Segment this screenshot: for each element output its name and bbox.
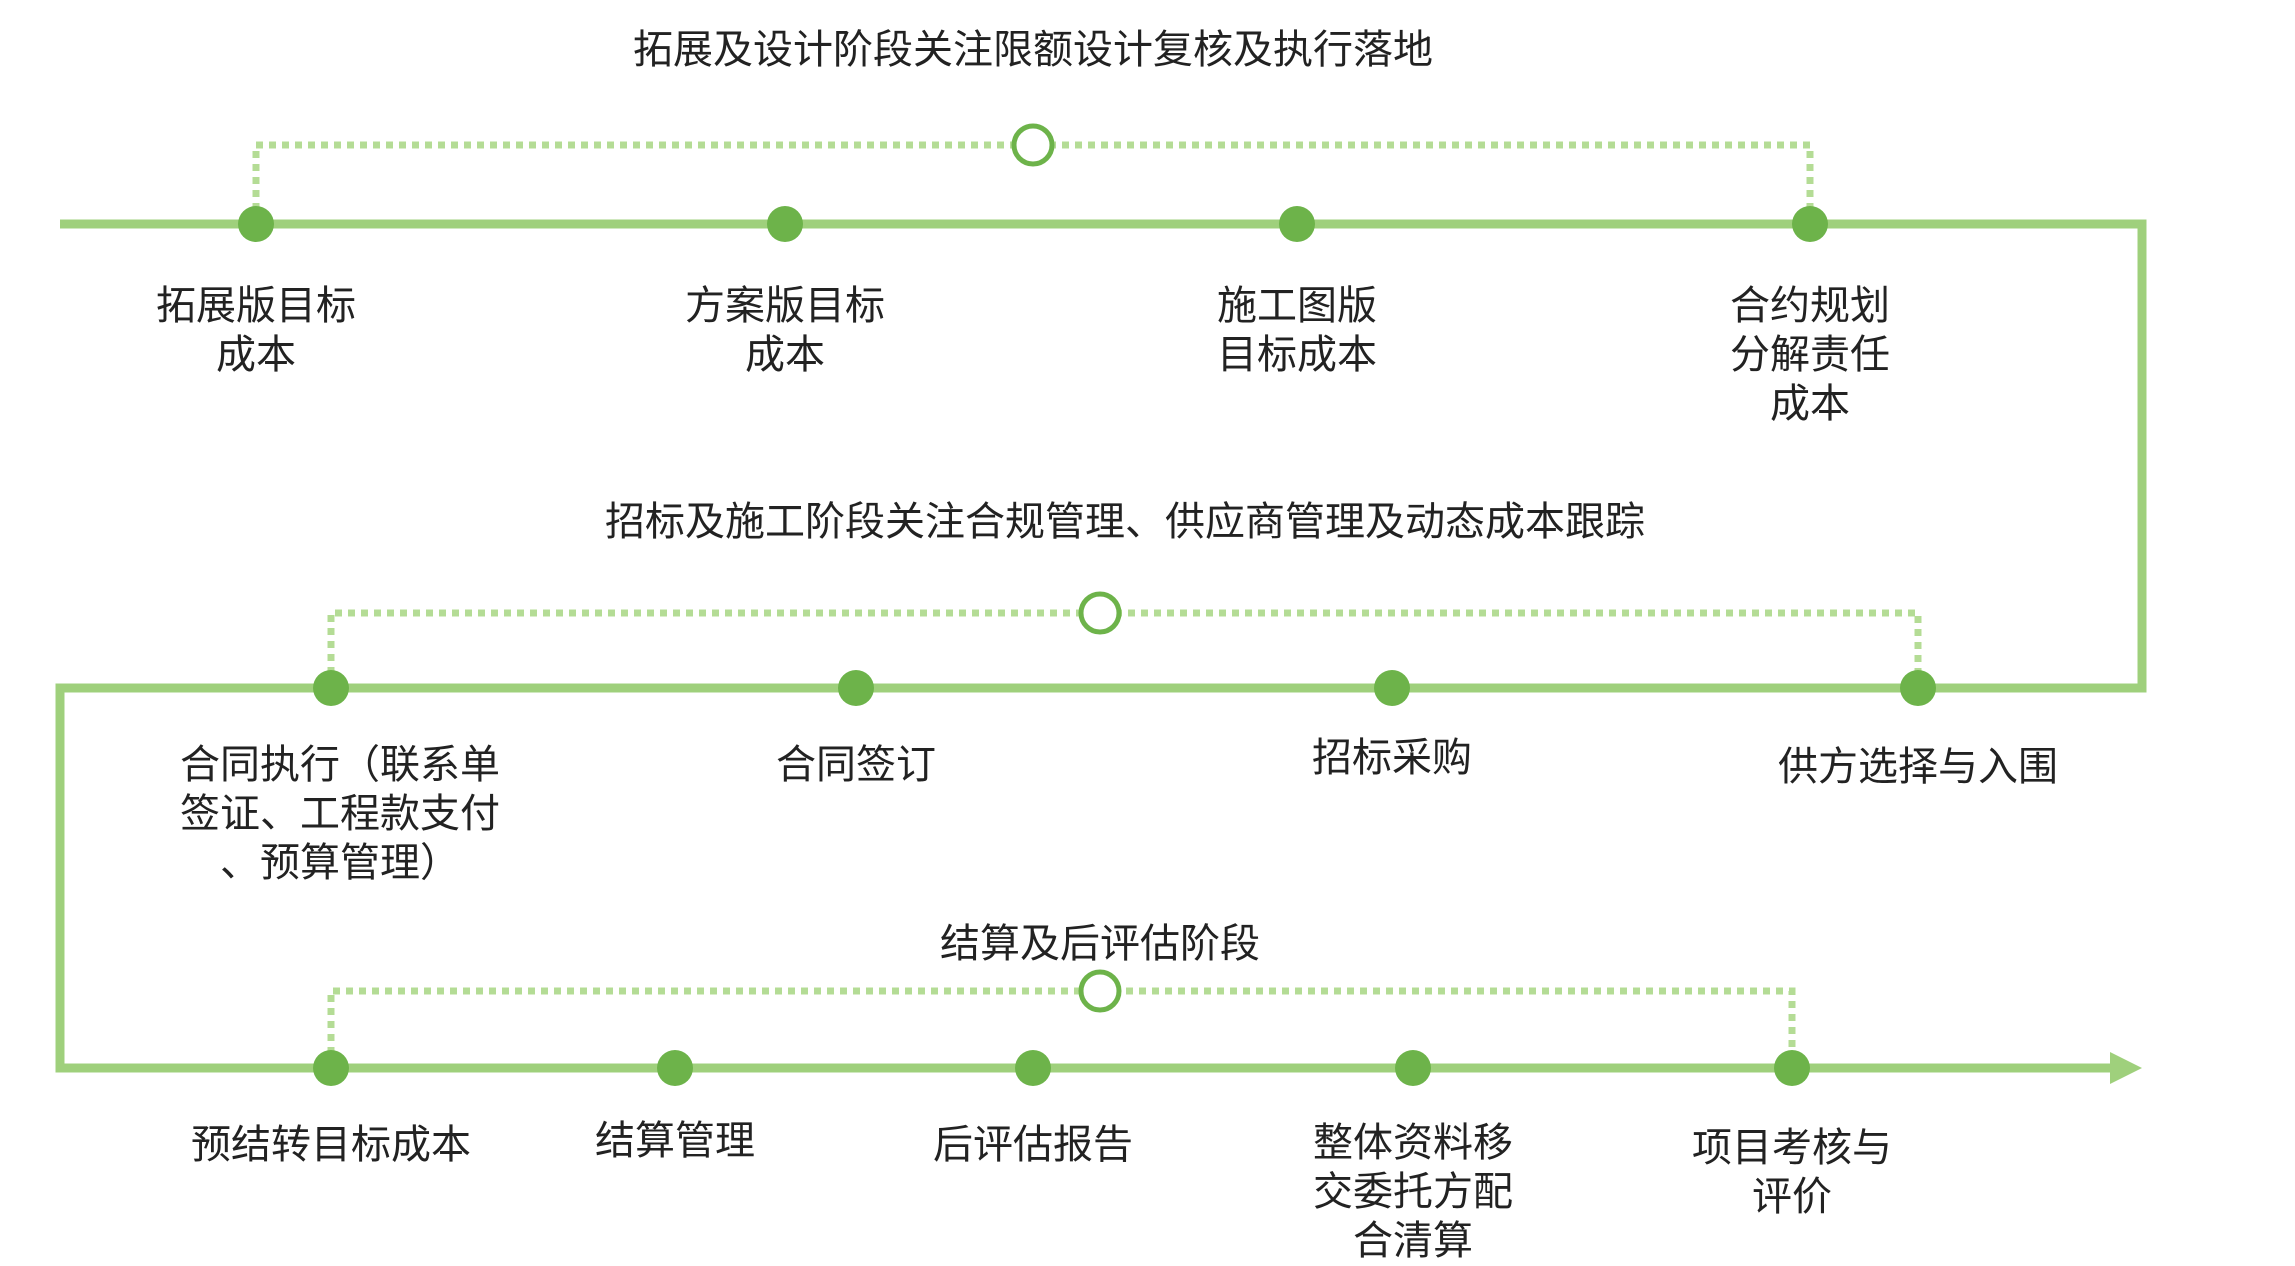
- row1-node3-label: 施工图版 目标成本: [1217, 283, 1377, 378]
- row3-node3-label: 后评估报告: [933, 1122, 1133, 1168]
- row3-stage-title: 结算及后评估阶段: [940, 921, 1260, 967]
- row1-node4-dot: [1792, 206, 1828, 242]
- row1-node1-label: 拓展版目标 成本: [156, 283, 356, 378]
- row3-node5-label: 项目考核与 评价: [1692, 1125, 1892, 1220]
- row2-dotted-bracket: [327, 609, 1922, 674]
- row3-node5-dot: [1774, 1050, 1810, 1086]
- row2-milestone-circle: [1078, 591, 1122, 635]
- row1-dotted-bracket: [252, 141, 1814, 210]
- row3-node1-dot: [313, 1050, 349, 1086]
- row2-stage-title: 招标及施工阶段关注合规管理、供应商管理及动态成本跟踪: [605, 499, 1645, 545]
- row3-dotted-bracket: [327, 987, 1796, 1054]
- row1-stage-title: 拓展及设计阶段关注限额设计复核及执行落地: [633, 27, 1433, 73]
- row3-node4-label: 整体资料移 交委托方配 合清算: [1313, 1120, 1513, 1264]
- row2-node4-label: 供方选择与入围: [1778, 744, 2058, 790]
- row3-node2-label: 结算管理: [595, 1118, 755, 1164]
- row3-node4-dot: [1395, 1050, 1431, 1086]
- row2-node4-dot: [1900, 670, 1936, 706]
- row1-milestone-circle: [1011, 123, 1055, 167]
- row3-node1-label: 预结转目标成本: [191, 1122, 471, 1168]
- row1-node3-dot: [1279, 206, 1315, 242]
- row2-node3-label: 招标采购: [1312, 735, 1472, 781]
- row1-node2-dot: [767, 206, 803, 242]
- flow-arrowhead: [2110, 1052, 2142, 1084]
- row2-node1-dot: [313, 670, 349, 706]
- row2-node2-label: 合同签订: [776, 742, 936, 788]
- row1-node2-label: 方案版目标 成本: [685, 283, 885, 378]
- row2-node2-dot: [838, 670, 874, 706]
- row3-milestone-circle: [1078, 969, 1122, 1013]
- row1-node4-label: 合约规划 分解责任 成本: [1730, 283, 1890, 427]
- row1-node1-dot: [238, 206, 274, 242]
- row3-node2-dot: [657, 1050, 693, 1086]
- row2-node3-dot: [1374, 670, 1410, 706]
- row2-node1-label: 合同执行（联系单 签证、工程款支付 、预算管理）: [180, 742, 500, 886]
- row3-node3-dot: [1015, 1050, 1051, 1086]
